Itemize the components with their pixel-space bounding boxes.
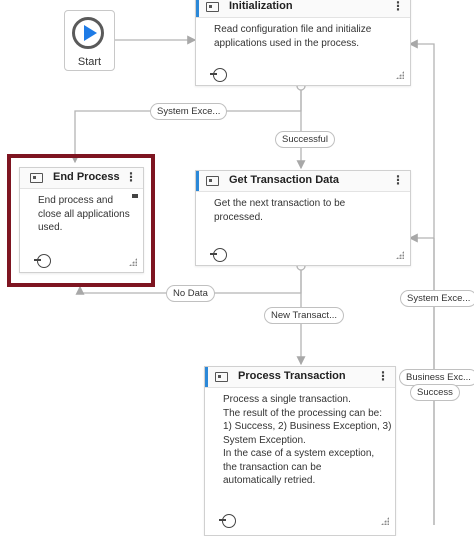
state-header: Process Transaction ⋮ (205, 367, 395, 388)
state-initialization[interactable]: Initialization ⋮ Read configuration file… (195, 0, 411, 86)
entry-icon (210, 248, 227, 262)
description-line: 1) Success, 2) Business Exception, 3) (223, 421, 392, 432)
state-title: Initialization (229, 0, 293, 12)
description-line: System Exception. (223, 434, 306, 446)
description-line: Process a single transaction. (223, 394, 351, 405)
transition-label-success[interactable]: Success (410, 384, 460, 401)
transition-label-system-exception-retry[interactable]: System Exce... (400, 290, 474, 307)
resize-grip-icon[interactable] (381, 517, 389, 525)
entry-icon (219, 514, 236, 528)
more-options-icon[interactable]: ⋮ (392, 0, 404, 13)
input-port-icon (132, 194, 138, 198)
state-description: End process and close all applications u… (38, 195, 130, 233)
resize-grip-icon[interactable] (396, 71, 404, 79)
resize-grip-icon[interactable] (129, 258, 137, 266)
more-options-icon[interactable]: ⋮ (377, 369, 389, 383)
state-header: End Process ⋮ (20, 168, 143, 189)
play-icon (72, 17, 104, 49)
more-options-icon[interactable]: ⋮ (392, 173, 404, 187)
state-title: End Process (53, 171, 120, 183)
state-icon (206, 2, 219, 12)
state-accent-bar (196, 171, 199, 191)
start-node[interactable]: Start (64, 10, 115, 71)
transition-label-system-exception[interactable]: System Exce... (150, 103, 228, 120)
state-description: Read configuration file and initialize a… (214, 24, 372, 49)
start-label: Start (77, 56, 102, 68)
state-accent-bar (205, 367, 208, 387)
entry-icon (34, 254, 51, 268)
state-title: Process Transaction (238, 370, 346, 382)
state-header: Get Transaction Data ⋮ (196, 171, 410, 192)
highlight-frame (7, 154, 155, 287)
state-title: Get Transaction Data (229, 174, 340, 186)
state-process-transaction[interactable]: Process Transaction ⋮ Process a single t… (204, 366, 396, 536)
entry-icon (210, 68, 227, 82)
description-line: the transaction can be (223, 461, 322, 473)
state-description: Get the next transaction to be processed… (214, 198, 346, 223)
more-options-icon[interactable]: ⋮ (125, 170, 137, 184)
transition-label-no-data[interactable]: No Data (166, 285, 215, 302)
transition-label-new-transaction[interactable]: New Transact... (264, 307, 344, 324)
state-end-process[interactable]: End Process ⋮ End process and close all … (19, 167, 144, 273)
wire-process-to-init (408, 39, 435, 525)
resize-grip-icon[interactable] (396, 251, 404, 259)
description-line: In the case of a system exception, (223, 448, 375, 459)
transition-label-successful[interactable]: Successful (275, 131, 335, 148)
description-line: The result of the processing can be: (223, 407, 382, 419)
state-accent-bar (196, 0, 199, 17)
state-header: Initialization ⋮ (196, 0, 410, 18)
description-line: automatically retried. (223, 475, 316, 486)
state-icon (206, 176, 219, 186)
state-icon (215, 372, 228, 382)
wire-init-to-end (70, 86, 302, 164)
state-description: Process a single transaction. The result… (223, 393, 393, 488)
final-state-icon (30, 173, 43, 183)
state-get-transaction-data[interactable]: Get Transaction Data ⋮ Get the next tran… (195, 170, 411, 266)
